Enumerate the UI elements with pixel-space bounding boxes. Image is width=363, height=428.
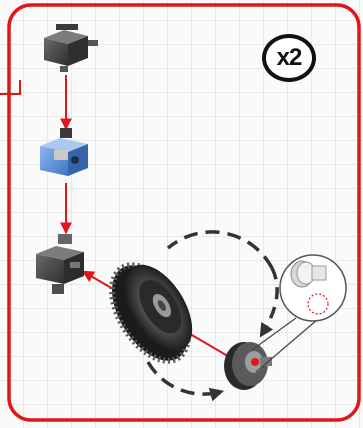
gray-cube-top (44, 24, 98, 72)
rotation-arrow-right (259, 267, 279, 338)
step-frame (7, 3, 361, 422)
rotation-arrow-bottom (146, 361, 225, 402)
frame-leader-line (0, 80, 21, 95)
gray-cube-bottom (36, 234, 84, 294)
rotation-arrow-top (166, 230, 274, 269)
gear-wheel (109, 262, 193, 364)
callout-hub-detail (290, 260, 329, 315)
hub-disc (224, 342, 272, 390)
blue-cube-middle (40, 128, 88, 176)
callout-circle (279, 254, 347, 322)
callout-line-2 (255, 313, 325, 373)
quantity-badge: x2 (262, 34, 316, 82)
callout-line-1 (251, 317, 297, 351)
